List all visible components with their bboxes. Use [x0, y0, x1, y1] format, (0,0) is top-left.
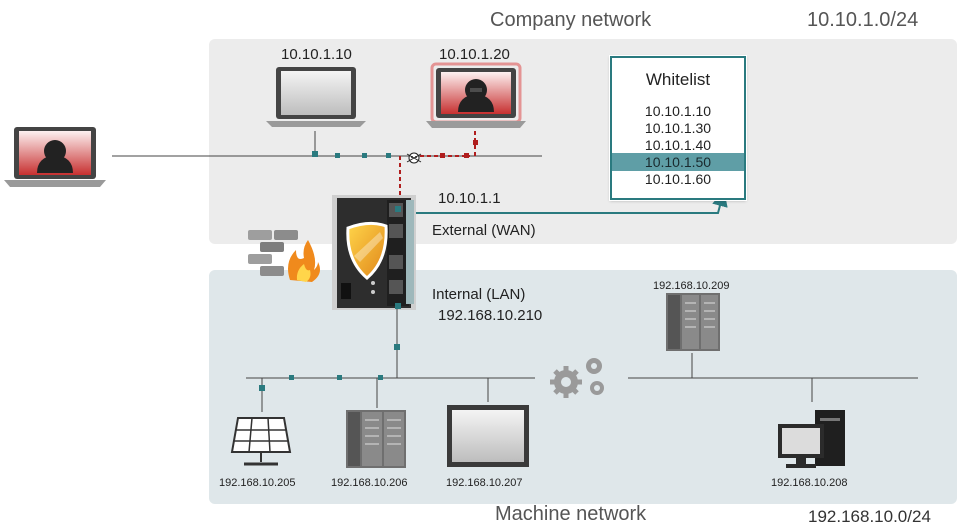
hmi-panel-icon — [447, 405, 529, 467]
device-ip-label: 192.168.10.206 — [331, 477, 408, 489]
attack-node — [464, 153, 469, 158]
bus-node — [386, 153, 391, 158]
external-hacker-laptop-icon — [4, 127, 106, 187]
whitelist-entry-highlighted: 10.10.1.50 — [612, 153, 744, 171]
hacker-laptop-icon — [426, 62, 526, 128]
bus-node — [362, 153, 367, 158]
whitelist-panel: Whitelist 10.10.1.10 10.10.1.30 10.10.1.… — [610, 56, 746, 200]
workstation-icon — [778, 410, 845, 468]
laptop-ip-label: 10.10.1.10 — [281, 46, 352, 63]
lan-port-node — [395, 303, 401, 309]
gateway-wan-label: External (WAN) — [432, 222, 536, 239]
device-ip-label: 192.168.10.205 — [219, 477, 296, 489]
wan-port-node — [395, 206, 401, 212]
device-ip-label: 192.168.10.207 — [446, 477, 523, 489]
whitelist-entry: 10.10.1.40 — [644, 137, 712, 153]
bus-node — [259, 385, 265, 391]
whitelist-entry: 10.10.1.10 — [644, 103, 712, 119]
bus-node — [312, 151, 318, 157]
plc-icon — [666, 293, 720, 351]
whitelist-title: Whitelist — [645, 70, 711, 89]
bus-node — [335, 153, 340, 158]
machine-network-title: Machine network — [495, 503, 647, 525]
whitelist-entry: 10.10.1.30 — [644, 120, 712, 136]
bus-node — [378, 375, 383, 380]
skull-icon — [406, 152, 422, 164]
solar-panel-icon — [230, 417, 292, 466]
whitelist-entry: 10.10.1.60 — [644, 171, 712, 187]
company-subnet-label: 10.10.1.0/24 — [807, 9, 919, 31]
gateway-wan-ip: 10.10.1.1 — [438, 190, 501, 207]
plc-icon — [346, 410, 406, 468]
device-ip-label: 192.168.10.208 — [771, 477, 848, 489]
laptop-icon-10-10-1-10 — [266, 67, 366, 127]
security-gateway-icon — [332, 195, 416, 310]
firewall-icon — [248, 230, 320, 282]
bus-node — [394, 344, 400, 350]
device-ip-label: 192.168.10.209 — [653, 280, 730, 292]
hacker-laptop-ip-label: 10.10.1.20 — [439, 46, 510, 63]
gears-icon — [550, 358, 604, 398]
bus-node — [337, 375, 342, 380]
machine-subnet-label: 192.168.10.0/24 — [808, 507, 931, 526]
gateway-lan-label: Internal (LAN) — [432, 286, 526, 303]
attack-node — [473, 140, 478, 145]
company-network-title: Company network — [490, 9, 652, 31]
gateway-lan-ip: 192.168.10.210 — [438, 307, 543, 324]
bus-node — [289, 375, 294, 380]
whitelist-check-arrow — [400, 190, 728, 214]
